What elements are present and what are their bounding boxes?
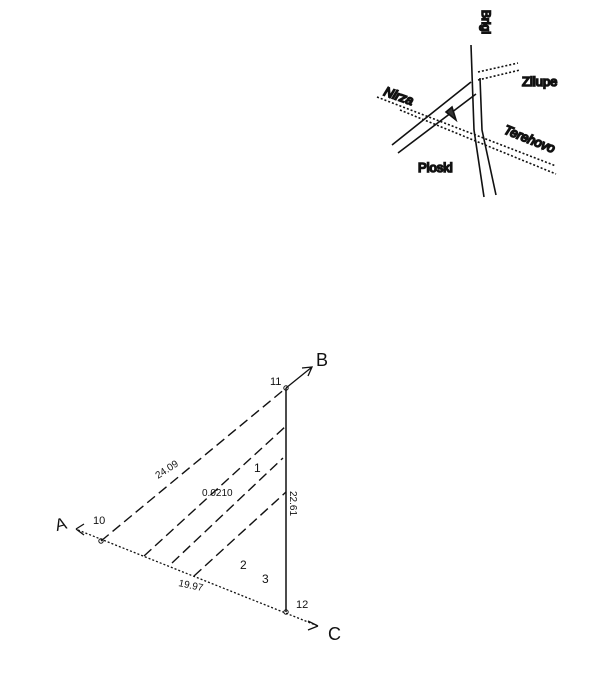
diagram-labels: A B C 10 11 12 24.09 22.61 19.97 0.0210 … — [53, 350, 341, 644]
direction-b: B — [316, 350, 328, 370]
label-brigi: Brigi — [479, 10, 493, 34]
side-10-12 — [77, 529, 319, 627]
area-value: 0.0210 — [202, 488, 233, 499]
direction-a: A — [53, 513, 70, 534]
division-line-3 — [193, 491, 287, 577]
point-10-label: 10 — [93, 515, 105, 527]
parcel-diagram — [75, 366, 319, 631]
point-10-marker — [98, 538, 104, 544]
label-ploski: Ploski — [418, 160, 453, 175]
road-brigi — [470, 44, 497, 198]
road-diagonal — [391, 81, 477, 154]
division-line-1 — [143, 425, 287, 557]
arrow-a-icon — [75, 523, 85, 536]
label-zilupe: Zilupe — [522, 74, 557, 89]
location-map: Nirza Brigi Zilupe Terehovo Ploski — [376, 9, 558, 198]
division-line-2 — [171, 457, 284, 564]
parcel-2-label: 2 — [240, 558, 247, 572]
parcel-3-label: 3 — [262, 572, 269, 586]
hatched-parcel — [444, 105, 458, 123]
point-11-label: 11 — [270, 376, 281, 388]
arrow-c-icon — [307, 620, 319, 631]
point-12-marker — [283, 609, 289, 615]
label-terehovo: Terehovo — [502, 122, 557, 156]
arrow-b-icon — [285, 366, 314, 389]
parcel-1-label: 1 — [254, 461, 261, 475]
direction-c: C — [328, 624, 341, 644]
point-12-label: 12 — [296, 599, 308, 611]
point-11-marker — [283, 385, 289, 391]
road-nirza-terehovo — [376, 96, 557, 175]
measure-19-97: 19.97 — [177, 578, 204, 594]
measure-22-61: 22.61 — [287, 491, 298, 516]
side-10-11 — [100, 387, 287, 542]
road-zilupe — [477, 62, 521, 81]
label-nirza: Nirza — [382, 84, 416, 108]
